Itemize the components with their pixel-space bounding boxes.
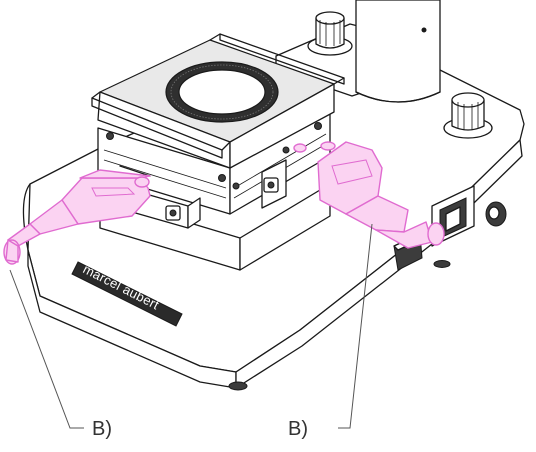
round-button	[485, 201, 507, 227]
leader-line-right	[338, 223, 373, 429]
sample-ring	[165, 61, 279, 123]
right-bracket	[261, 146, 290, 209]
cable-connector-left	[3, 169, 151, 265]
callout-leaders	[9, 223, 373, 429]
leader-line-left	[9, 269, 84, 429]
knob-rear	[307, 11, 353, 56]
vertical-pillar	[355, 0, 441, 103]
callout-label-left: B)	[92, 418, 112, 440]
foot	[228, 381, 248, 391]
stage-block	[97, 109, 331, 271]
knob-right	[443, 92, 493, 139]
callout-label-right: B)	[288, 418, 308, 440]
foot	[433, 260, 451, 268]
cable-connector-right	[293, 141, 445, 249]
